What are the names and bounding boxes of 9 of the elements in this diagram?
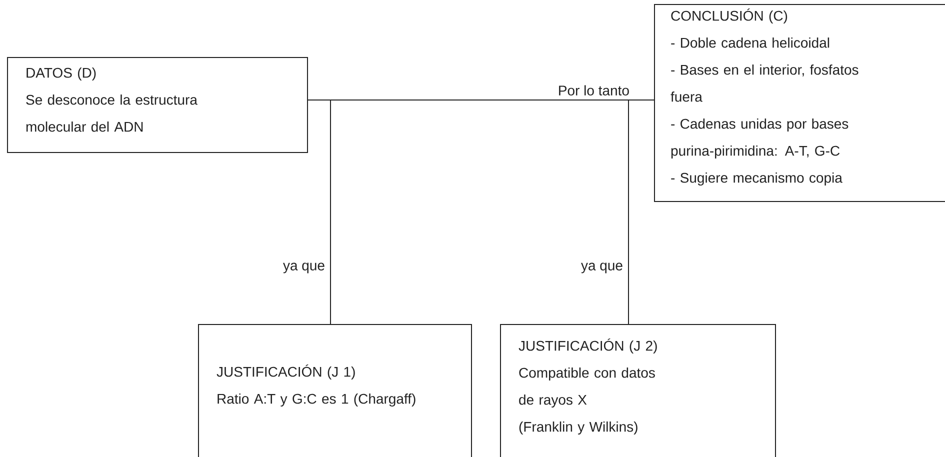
text-box: JUSTIFICACIÓN (J 2) Compatible con datos de rayos X (Franklin y Wilkins)	[500, 324, 776, 457]
text-box: JUSTIFICACIÓN (J 1) Ratio A:T y G:C es 1 (Chargaff)	[198, 324, 472, 457]
edge-label: Por lo tanto	[556, 84, 630, 96]
edge-label: ya que	[282, 262, 326, 274]
text-box: DATOS (D) Se desconoce la estructura molecular del ADN	[7, 57, 308, 153]
connector-line	[330, 100, 331, 324]
connector-line	[628, 100, 629, 324]
text-box: CONCLUSIÓN (C) - Doble cadena helicoidal - Bases en el interior, fosfatos fuera - Cadenas unidas por bases purina-pirimidina: A-T, G-C - Sugiere mecanismo copia	[654, 4, 945, 202]
edge-label: ya que	[580, 262, 624, 274]
